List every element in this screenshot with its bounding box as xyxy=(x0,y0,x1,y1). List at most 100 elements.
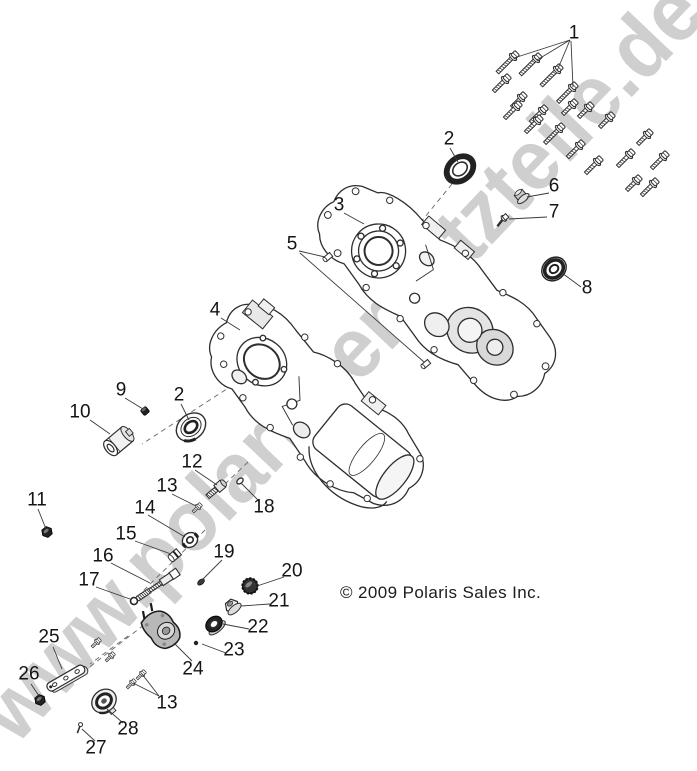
part-number-label: 5 xyxy=(287,234,298,255)
leader-line xyxy=(194,469,218,486)
part-bracket xyxy=(46,664,89,693)
part-dowel-pin xyxy=(420,358,432,370)
part-flange-nut xyxy=(224,598,242,616)
leader-line xyxy=(110,562,151,584)
dashed-axis-line xyxy=(135,529,206,599)
leader-lines xyxy=(30,39,582,742)
copyright-text: © 2009 Polaris Sales Inc. xyxy=(340,583,542,602)
leader-line xyxy=(556,39,571,72)
part-shaft-assembly xyxy=(135,567,181,602)
part-number-label: 8 xyxy=(582,278,593,299)
part-flange-nut xyxy=(41,526,53,538)
leader-line xyxy=(570,40,574,88)
bolt-icon xyxy=(125,678,137,690)
part-number-label: 17 xyxy=(78,570,99,591)
bolt-icon xyxy=(523,114,544,135)
bolt-field xyxy=(90,50,670,690)
leader-line xyxy=(30,683,40,697)
leader-line xyxy=(256,576,285,587)
part-number-labels: 1235678491021213181411151617192021222324… xyxy=(18,23,592,759)
part-number-label: 24 xyxy=(182,659,204,680)
bolt-icon xyxy=(518,52,543,77)
part-number-label: 6 xyxy=(549,176,560,197)
leader-line xyxy=(561,272,582,288)
part-number-label: 1 xyxy=(569,23,580,44)
bolt-icon xyxy=(502,100,523,121)
part-number-label: 22 xyxy=(247,617,268,638)
part-number-label: 16 xyxy=(92,546,113,567)
bolt-icon xyxy=(135,669,147,681)
part-locknut xyxy=(205,615,226,636)
part-number-label: 20 xyxy=(281,561,302,582)
bolt-icon xyxy=(576,101,595,120)
crankcase-half-upper-drawing xyxy=(317,185,557,401)
part-number-label: 27 xyxy=(85,738,106,759)
part-oil-seal xyxy=(443,153,477,185)
part-number-label: 26 xyxy=(18,664,39,685)
bolt-icon xyxy=(542,122,566,146)
part-spacer xyxy=(167,547,183,563)
leader-line xyxy=(298,250,326,258)
leader-line xyxy=(536,39,571,61)
bolt-icon xyxy=(583,155,604,176)
part-number-label: 18 xyxy=(253,497,274,518)
leader-line xyxy=(201,559,223,581)
leader-line xyxy=(89,419,111,435)
part-number-label: 19 xyxy=(213,542,234,563)
part-number-label: 23 xyxy=(223,640,244,661)
part-number-label: 2 xyxy=(444,129,455,150)
part-canister xyxy=(103,426,135,457)
part-bearing xyxy=(541,256,567,282)
part-o-ring xyxy=(129,596,139,606)
bolt-icon xyxy=(565,139,586,160)
bolt-icon xyxy=(649,150,670,171)
leader-line xyxy=(240,482,260,502)
bolt-icon xyxy=(635,128,654,147)
part-pin xyxy=(197,578,205,586)
leader-line xyxy=(222,623,250,630)
leader-line xyxy=(201,643,227,654)
part-number-label: 9 xyxy=(116,380,127,401)
bolt-icon xyxy=(491,73,512,94)
part-number-label: 7 xyxy=(549,202,560,223)
leader-line xyxy=(173,642,193,662)
part-screw xyxy=(496,212,510,228)
part-number-label: 28 xyxy=(117,719,138,740)
part-flange-hub xyxy=(91,688,117,716)
part-number-label: 12 xyxy=(181,452,202,473)
leader-line xyxy=(106,708,124,724)
part-number-label: 11 xyxy=(27,490,47,511)
leader-line xyxy=(141,673,160,697)
leader-line xyxy=(343,212,365,225)
part-number-label: 10 xyxy=(69,402,90,423)
leader-line xyxy=(52,646,63,670)
leader-line xyxy=(180,403,190,421)
bolt-icon xyxy=(555,81,579,105)
bolt-icon xyxy=(539,63,564,88)
leader-line xyxy=(124,397,144,410)
part-number-label: 25 xyxy=(38,627,59,648)
bolt-icon xyxy=(90,637,102,649)
part-number-label: 21 xyxy=(268,591,289,612)
leader-line xyxy=(95,586,131,600)
part-number-label: 13 xyxy=(156,476,177,497)
leader-line xyxy=(220,317,241,331)
part-number-label: 13 xyxy=(156,693,177,714)
leader-line xyxy=(526,192,550,198)
small-parts xyxy=(34,153,567,734)
leader-line xyxy=(508,216,548,220)
leader-line xyxy=(449,147,459,163)
part-washer xyxy=(193,640,199,646)
leader-line xyxy=(37,508,47,530)
bolt-icon xyxy=(639,177,660,198)
part-number-label: 15 xyxy=(115,524,136,545)
part-dowel-pin xyxy=(322,251,334,263)
bolt-icon xyxy=(495,50,520,75)
bolt-icon xyxy=(597,111,616,130)
leader-line xyxy=(299,252,425,363)
part-number-label: 14 xyxy=(134,498,156,519)
part-clip xyxy=(236,477,244,485)
main-bore xyxy=(236,334,288,387)
